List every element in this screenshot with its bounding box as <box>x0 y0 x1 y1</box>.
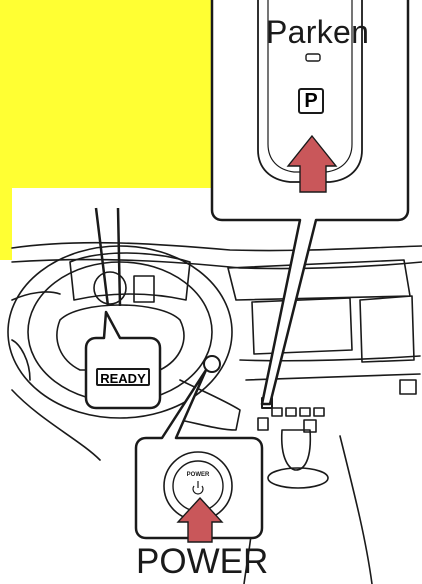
power-callout <box>134 368 264 543</box>
gauge-left <box>93 271 127 305</box>
power-symbol-icon <box>192 481 204 495</box>
power-label: POWER <box>136 542 269 581</box>
ready-callout-lines <box>94 207 122 307</box>
parken-label: Parken <box>266 14 370 50</box>
yellow-top-band <box>0 0 212 14</box>
center-display <box>227 259 411 301</box>
power-press-arrow-icon <box>176 496 224 543</box>
shift-lever <box>280 429 312 471</box>
left-dash-trim <box>11 291 101 461</box>
shifter-base <box>267 467 329 489</box>
dashboard-outline <box>11 241 422 252</box>
steering-hub <box>56 304 185 371</box>
ready-indicator-label: READY <box>96 368 150 386</box>
right-vent <box>399 379 417 395</box>
yellow-side-bar <box>0 12 12 260</box>
power-button-text: POWER <box>186 472 210 478</box>
ready-callout-frame <box>84 310 162 410</box>
instrument-cluster <box>69 252 191 301</box>
parken-callout <box>210 0 410 406</box>
gauge-right <box>133 275 155 303</box>
park-indicator-icon <box>305 53 321 62</box>
console-right-panel <box>359 295 415 363</box>
side-switches <box>257 417 317 433</box>
yellow-highlight <box>0 0 348 260</box>
park-button-label: P <box>298 88 324 114</box>
console-switches <box>271 407 325 417</box>
center-screen <box>251 297 353 355</box>
power-button-location <box>203 355 221 373</box>
parken-callout-frame <box>210 0 410 406</box>
press-arrow-icon <box>286 134 338 193</box>
